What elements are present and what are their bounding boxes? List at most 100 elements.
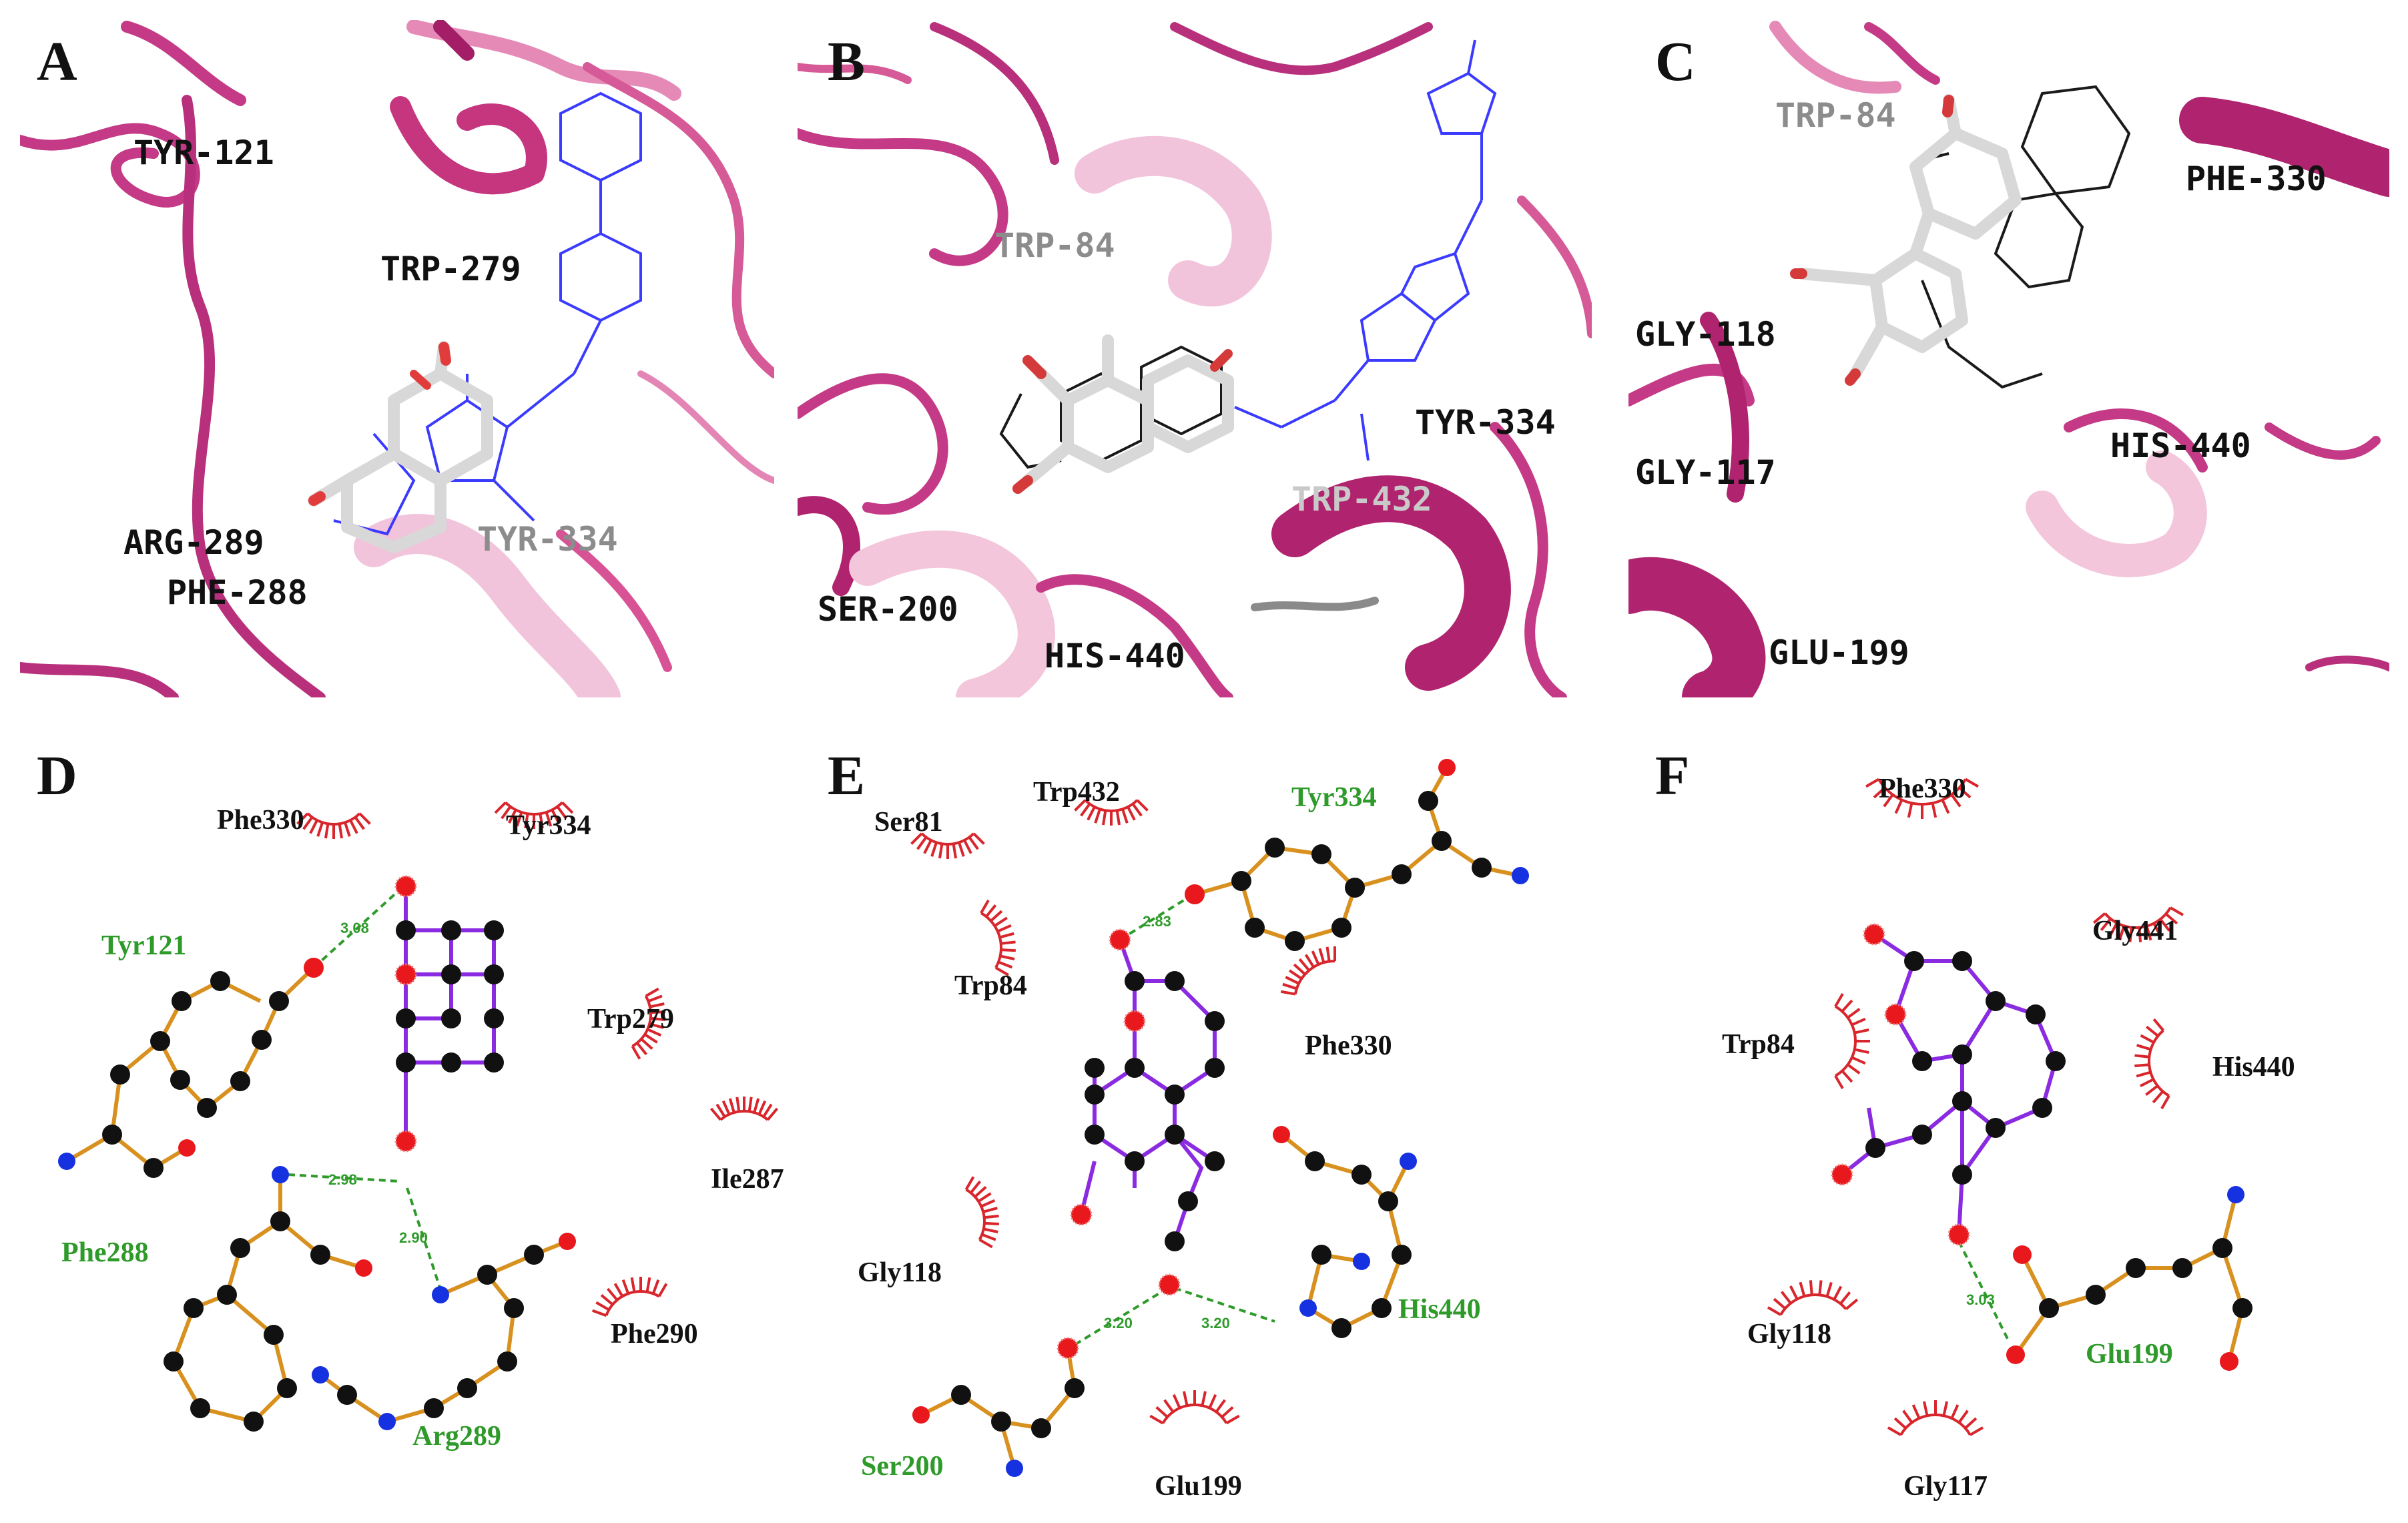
panel-d-residue-label: Tyr334 (506, 810, 591, 841)
panel-d-hbonds (288, 889, 442, 1290)
panel-b-residue-label: TYR-334 (1415, 403, 1556, 442)
panel-d-distance: 3.08 (340, 920, 369, 936)
panel-b-overlay-ligand (1234, 39, 1497, 461)
hydrophobic-contact-arc (296, 812, 371, 839)
panel-f-ligand-bonds (1841, 932, 2058, 1235)
panel-c-residue-label: TRP-84 (1775, 96, 1896, 135)
panel-c-structure: TRP-84 PHE-330 GLY-118 GLY-117 HIS-440 G… (1628, 20, 2389, 697)
panel-f-letter: F (1655, 745, 1689, 807)
panel-e: E 2.83 3.20 3.20 (828, 745, 1529, 1502)
panel-e-distance: 3.20 (1104, 1315, 1133, 1331)
panel-a: TYR-121 TRP-279 ARG-289 PHE-288 TYR-334 … (20, 20, 774, 697)
panel-d-residue-label: Tyr121 (101, 930, 187, 961)
panel-b-residue-label: HIS-440 (1044, 637, 1185, 675)
panel-d-residue-label: Phe330 (217, 805, 304, 836)
panel-b-residue-label: TRP-84 (994, 226, 1115, 265)
hydrophobic-contact-arc (1865, 778, 1980, 819)
panel-b: TRP-84 TYR-334 TRP-432 SER-200 HIS-440 B (798, 20, 1592, 697)
panel-e-distance: 2.83 (1143, 913, 1171, 930)
hydrophobic-contact-arc (591, 1277, 668, 1317)
panel-a-residue-label: TYR-334 (477, 520, 618, 559)
panel-e-hydrophobic-arcs (910, 799, 1336, 1425)
panel-a-structure: TYR-121 TRP-279 ARG-289 PHE-288 TYR-334 (20, 20, 774, 697)
panel-e-residue-label: His440 (1398, 1294, 1481, 1325)
panel-f-atoms (1831, 923, 2252, 1371)
panel-e-atoms (912, 759, 1529, 1477)
panel-b-letter: B (828, 31, 865, 93)
panel-d-distance: 2.90 (399, 1229, 428, 1246)
hydrophobic-contact-arc (1887, 1400, 1984, 1436)
panel-e-residue-label: Ser200 (861, 1451, 944, 1482)
panel-a-letter: A (37, 31, 77, 93)
hydrophobic-contact-arc (910, 832, 985, 859)
panel-f-residue-label: His440 (2212, 1052, 2295, 1083)
panel-e-hbonds (1073, 896, 1275, 1346)
hydrophobic-contact-arc (709, 1097, 779, 1121)
panel-a-residue-label: ARG-289 (123, 523, 264, 562)
panel-a-residue-label: TYR-121 (133, 133, 274, 172)
hydrophobic-contact-arc (964, 1176, 999, 1249)
panel-b-residue-label: TRP-432 (1291, 480, 1432, 519)
panel-d-residue-label: Ile287 (711, 1164, 784, 1195)
hydrophobic-contact-arc (2092, 906, 2184, 942)
panel-a-residue-label: TRP-279 (380, 250, 521, 288)
panel-d-distance: 2.98 (328, 1171, 357, 1188)
panel-e-residue-label: Trp84 (954, 970, 1027, 1001)
panel-c-residue-label: GLU-199 (1769, 633, 1909, 672)
panel-f-hbonds (1958, 1241, 2010, 1342)
hydrophobic-contact-arc (631, 987, 665, 1060)
panel-f-residue-label: Phe330 (1879, 774, 1966, 804)
panel-c-ribbons (1628, 21, 2389, 697)
panel-f: F 3.03 (1655, 745, 2295, 1502)
panel-e-residue-label: Gly118 (858, 1257, 942, 1288)
panel-f-residue-label: Gly118 (1747, 1319, 1831, 1349)
panel-d: D 3.08 2.98 2.90 (37, 745, 784, 1452)
panel-e-distance: 3.20 (1201, 1315, 1230, 1331)
hydrophobic-contact-arc (2134, 1018, 2170, 1110)
panel-a-residue-label: PHE-288 (167, 573, 308, 612)
panel-d-letter: D (37, 745, 77, 807)
panel-c-stick-ligand (1796, 94, 2022, 380)
panel-c-residue-label: GLY-117 (1635, 453, 1776, 492)
panel-b-stick-ligand (1022, 334, 1234, 487)
panel-d-residue-label: Arg289 (412, 1421, 501, 1452)
panel-f-residue-label: Gly117 (1903, 1471, 1988, 1502)
panel-b-ribbons (798, 22, 1592, 697)
panel-f-hydrophobic-arcs (1767, 778, 2184, 1436)
panel-e-residue-label: Tyr334 (1291, 782, 1377, 813)
panel-a-ribbons (20, 20, 774, 697)
hydrophobic-contact-arc (980, 899, 1016, 976)
panel-e-residue-label: Ser81 (874, 807, 943, 838)
panel-f-residue-bonds (2014, 1194, 2245, 1362)
panel-c-residue-label: HIS-440 (2110, 426, 2251, 465)
panel-d-hydrophobic-arcs (296, 802, 779, 1317)
panel-e-residue-label: Glu199 (1155, 1471, 1242, 1502)
panel-e-residue-label: Phe330 (1305, 1030, 1392, 1061)
panel-e-residue-bonds (920, 766, 1521, 1469)
panel-e-residue-label: Trp432 (1033, 777, 1120, 808)
hydrophobic-contact-arc (1149, 1390, 1240, 1425)
panel-b-structure: TRP-84 TYR-334 TRP-432 SER-200 HIS-440 (798, 20, 1592, 697)
hydrophobic-contact-arc (1074, 799, 1149, 826)
panel-b-residue-label: SER-200 (818, 590, 958, 629)
hydrophobic-contact-arc (494, 802, 574, 829)
hydrophobic-contact-arc (1834, 992, 1870, 1090)
panel-f-distance: 3.03 (1966, 1291, 1995, 1308)
panel-f-residue-label: Glu199 (2086, 1339, 2173, 1369)
panel-c-letter: C (1655, 31, 1696, 93)
panel-c-ref-ligand (1921, 85, 2131, 389)
panel-f-residue-label: Gly441 (2092, 916, 2178, 946)
panel-f-residue-label: Trp84 (1722, 1029, 1795, 1060)
panel-d-residue-label: Phe290 (611, 1319, 698, 1349)
hydrophobic-contact-arc (1767, 1280, 1859, 1316)
panel-d-residue-label: Phe288 (61, 1237, 149, 1268)
panel-c-residue-label: PHE-330 (2186, 160, 2327, 198)
hydrophobic-contact-arc (1280, 946, 1336, 996)
panel-d-residue-label: Trp279 (587, 1004, 674, 1034)
panel-d-atoms (58, 875, 576, 1432)
panel-c: TRP-84 PHE-330 GLY-118 GLY-117 HIS-440 G… (1628, 20, 2389, 697)
panel-c-residue-label: GLY-118 (1635, 315, 1776, 354)
panel-e-letter: E (828, 745, 865, 807)
